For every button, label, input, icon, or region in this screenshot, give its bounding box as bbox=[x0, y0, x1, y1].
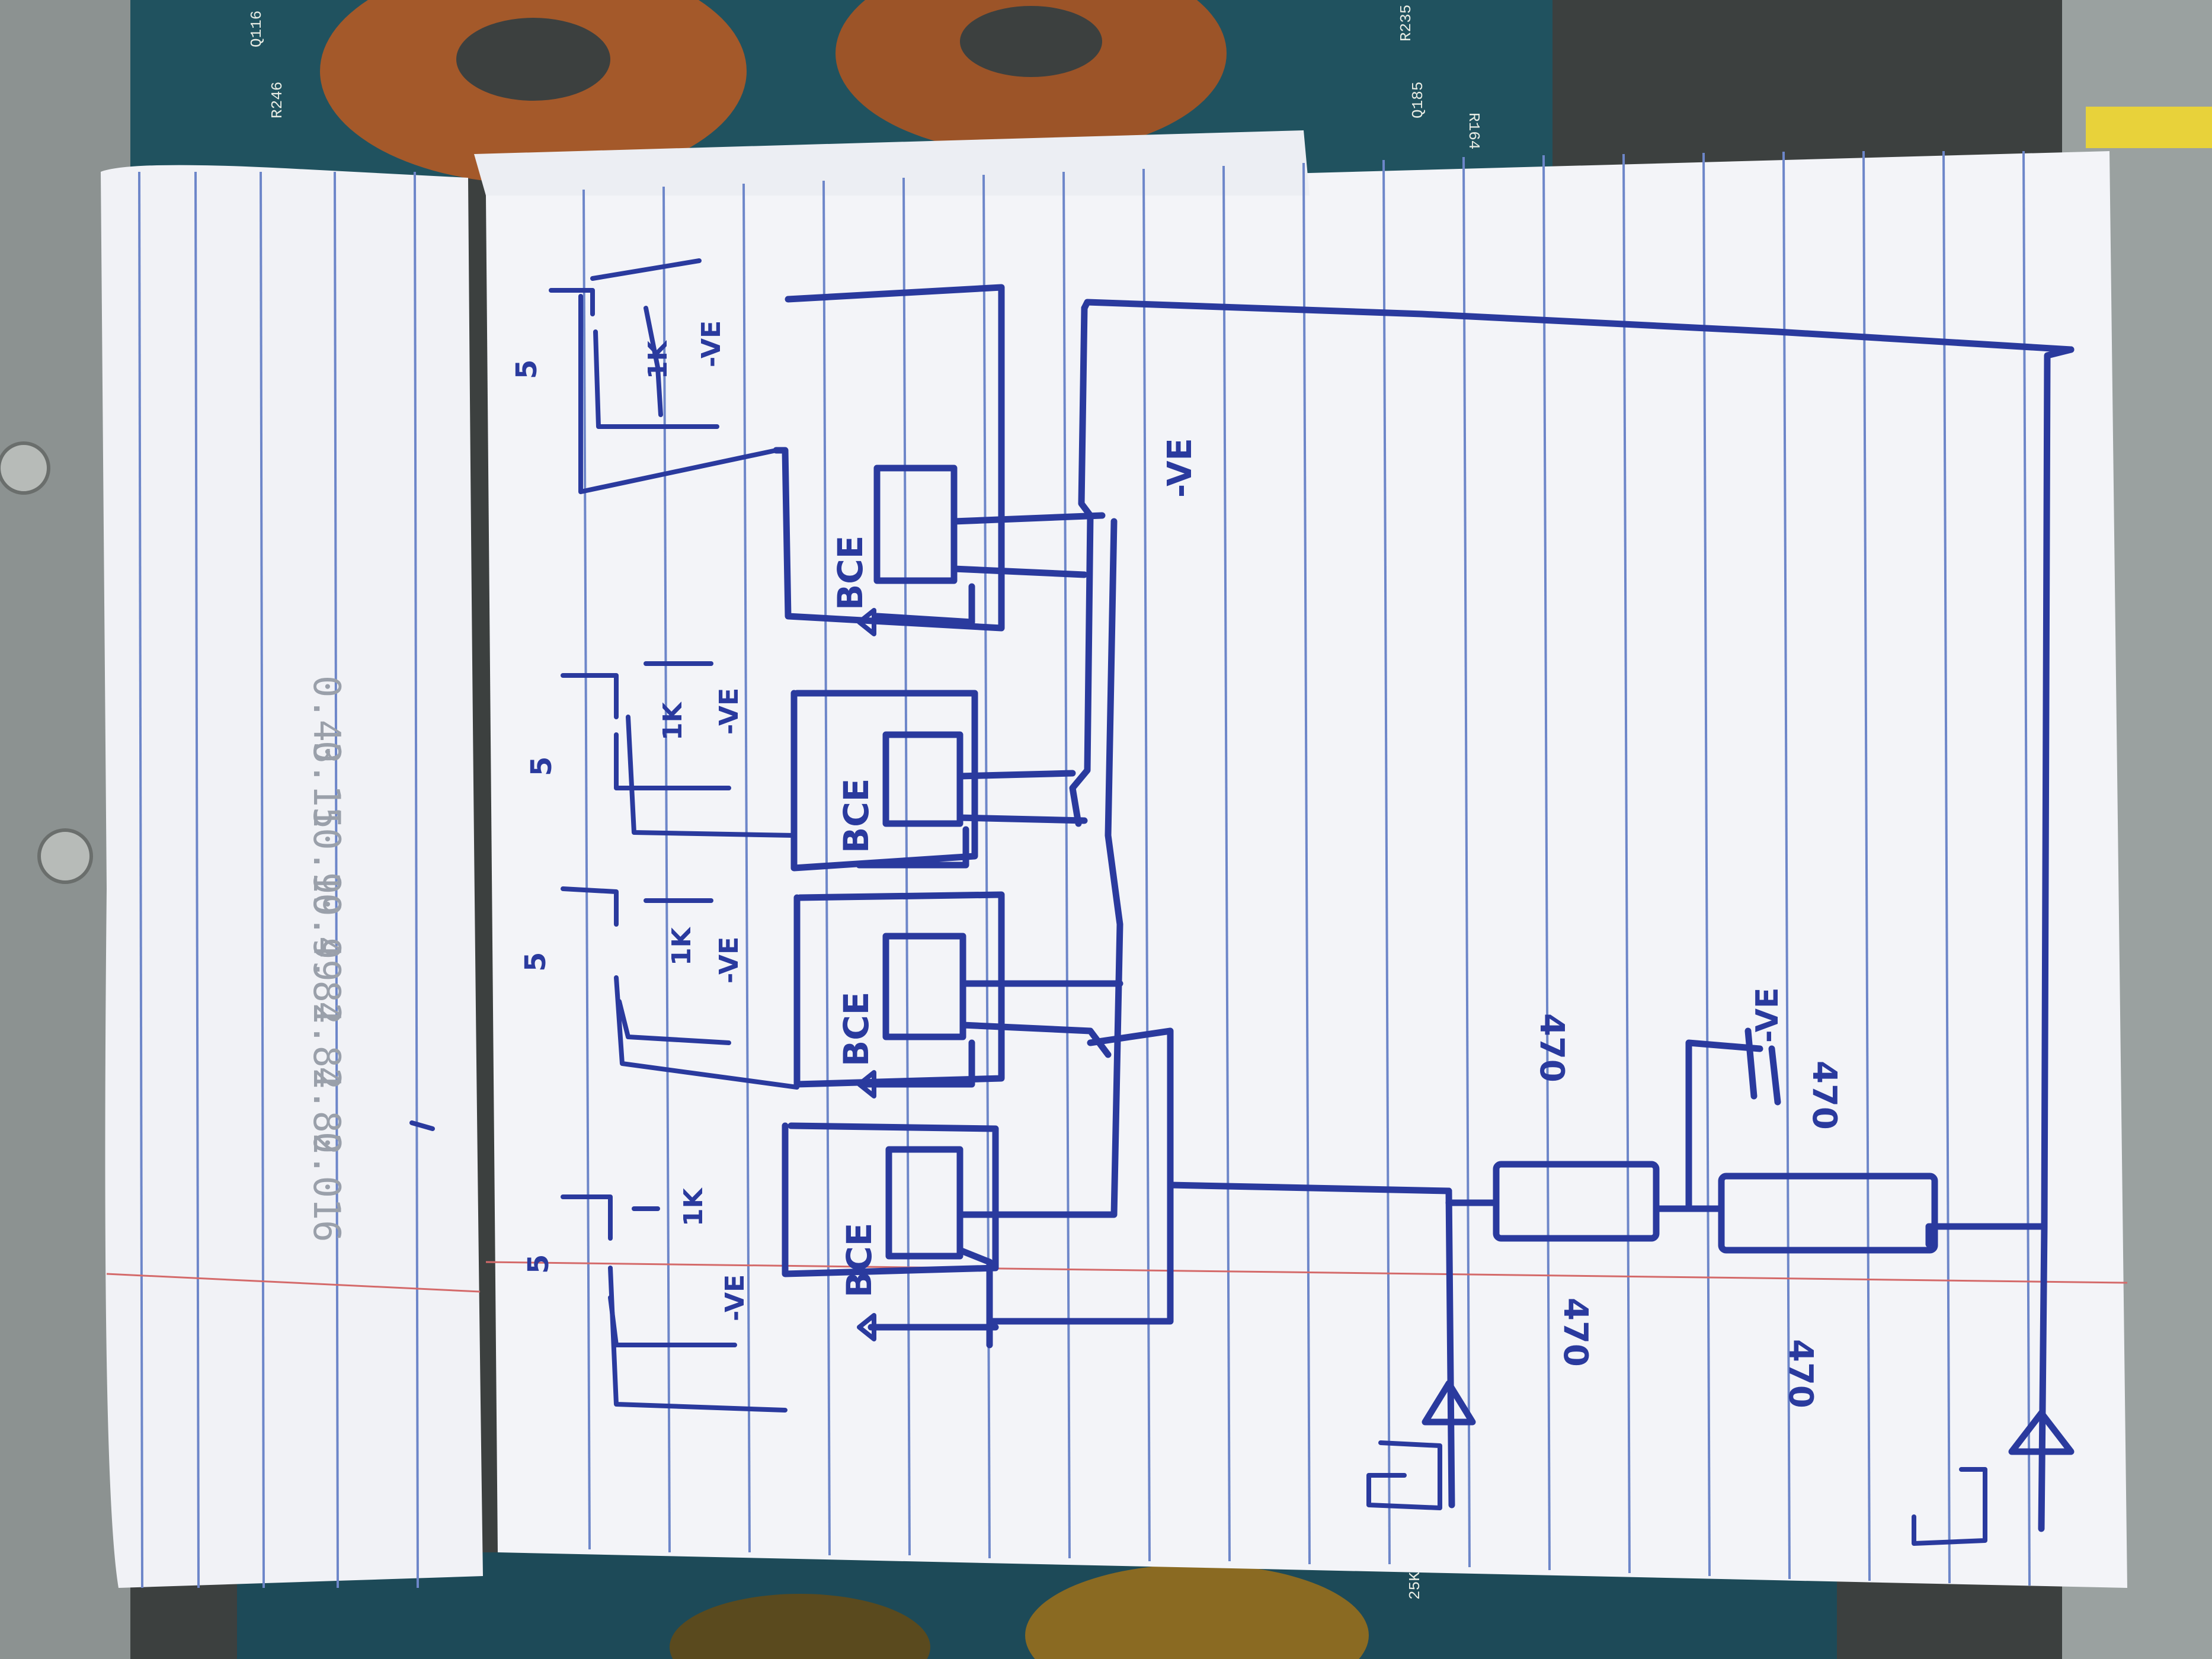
toroid-right bbox=[835, 0, 1227, 154]
base-network-4 bbox=[561, 1194, 788, 1413]
label-bce-2: BCE bbox=[836, 779, 876, 853]
transistor-block-4 bbox=[782, 518, 1123, 1349]
toroid-bottom bbox=[1025, 1564, 1369, 1659]
label-resistor-bottom-2: 470 bbox=[1781, 1339, 1820, 1408]
transistor-block-3 bbox=[793, 891, 1123, 1098]
faint-number-1: 0.43 bbox=[305, 675, 348, 764]
yellow-tab bbox=[2086, 107, 2212, 148]
label-supply-1: -VE bbox=[696, 321, 726, 367]
schematic-drawing bbox=[549, 258, 2075, 1546]
label-resistor-top-2: 470 bbox=[1805, 1061, 1843, 1130]
output-resistor-2 bbox=[1685, 1027, 1938, 1254]
label-resistor-top-1: 470 bbox=[1532, 1013, 1571, 1082]
label-supply-4: -VE bbox=[720, 1274, 750, 1321]
label-supply-2: -VE bbox=[714, 688, 744, 735]
faint-number-5: 4.82 bbox=[305, 936, 348, 1024]
back-page: 0.43 0.15 10.99 10.99 4.82 4.82 4.82 0.0… bbox=[101, 165, 483, 1588]
faint-number-2: 0.15 bbox=[305, 741, 348, 829]
base-network-2 bbox=[561, 661, 796, 838]
faint-number-8: 0.016 bbox=[305, 1132, 348, 1242]
transistor-block-1 bbox=[773, 284, 1106, 636]
label-tap-4: 5 bbox=[522, 1254, 555, 1274]
label-supply-output: -VE bbox=[1750, 987, 1785, 1043]
label-tap-3: 5 bbox=[519, 952, 552, 972]
faint-number-3: 10.99 bbox=[305, 806, 348, 917]
label-bce-3: BCE bbox=[836, 992, 876, 1066]
label-bce-4: BCE bbox=[839, 1223, 879, 1298]
label-bce-1: BCE bbox=[830, 536, 870, 610]
faint-number-6: 4.82 bbox=[305, 1001, 348, 1090]
label-1k-3: 1K bbox=[667, 926, 697, 966]
faint-number-4: 10.99 bbox=[305, 871, 348, 982]
toroid-bottom-left bbox=[670, 1594, 930, 1659]
label-1k-4: 1K bbox=[678, 1187, 709, 1226]
label-supply-3: -VE bbox=[714, 937, 744, 984]
pcb-label-r235: R235 bbox=[1397, 5, 1415, 41]
base-network-3 bbox=[561, 886, 799, 1090]
label-1k-1: 1K bbox=[643, 340, 673, 379]
faint-number-7: 4.82 bbox=[305, 1066, 348, 1155]
screw-top bbox=[0, 441, 50, 495]
base-network-1 bbox=[549, 258, 779, 494]
label-1k-2: 1K bbox=[658, 701, 688, 741]
toroid-left bbox=[320, 0, 747, 184]
label-supply-main: -VE bbox=[1161, 438, 1199, 498]
pcb-label-r164: R164 bbox=[1465, 113, 1483, 149]
label-tap-2: 5 bbox=[525, 757, 558, 776]
pcb-label-r246: R246 bbox=[268, 82, 286, 118]
label-tap-1: 5 bbox=[510, 360, 543, 379]
screw-middle bbox=[37, 828, 93, 884]
label-resistor-bottom-1: 470 bbox=[1556, 1298, 1595, 1367]
pcb-label-q116: Q116 bbox=[248, 11, 265, 47]
transistor-block-2 bbox=[790, 690, 1088, 872]
pcb-label-q185: Q185 bbox=[1409, 82, 1427, 118]
